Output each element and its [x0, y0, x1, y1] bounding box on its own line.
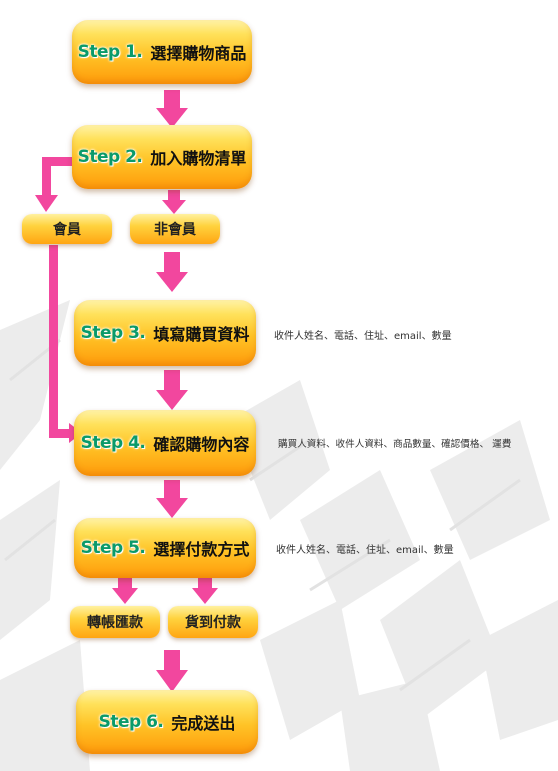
arrow-step1-to-step2 — [156, 90, 188, 128]
step-6-box: Step 6. 完成送出 — [76, 690, 258, 754]
step-label: 完成送出 — [171, 714, 236, 733]
step-label: 填寫購買資料 — [153, 325, 250, 344]
step-4-box: Step 4. 確認購物內容 — [74, 410, 256, 476]
step-1-box: Step 1. 選擇購物商品 — [72, 20, 252, 84]
arrow-non-member-to-step3 — [156, 252, 188, 292]
step-5-box: Step 5. 選擇付款方式 — [74, 518, 256, 578]
member-option: 會員 — [22, 214, 112, 244]
step-3-box: Step 3. 填寫購買資料 — [74, 300, 256, 366]
step-3-note: 收件人姓名、電話、住址、email、數量 — [274, 331, 452, 342]
step-5-note: 收件人姓名、電話、住址、email、數量 — [276, 545, 454, 556]
arrow-step3-to-step4 — [156, 370, 188, 410]
arrow-step2-to-member — [35, 157, 74, 212]
arrow-step5-to-cod — [192, 578, 218, 604]
arrow-step5-to-transfer — [112, 578, 138, 604]
step-number: Step 6. — [98, 712, 164, 732]
step-number: Step 3. — [80, 323, 146, 343]
arrow-step4-to-step5 — [156, 480, 188, 518]
step-label: 選擇付款方式 — [153, 540, 250, 559]
step-2-box: Step 2. 加入購物清單 — [72, 125, 252, 189]
step-number: Step 5. — [80, 538, 146, 558]
step-label: 確認購物內容 — [153, 435, 250, 454]
arrow-step2-to-non-member — [162, 190, 186, 214]
arrow-to-step6 — [156, 650, 188, 692]
step-4-note: 購買人資料、收件人資料、商品數量、確認價格、 運費 — [278, 439, 512, 450]
step-label: 選擇購物商品 — [150, 44, 247, 63]
non-member-option: 非會員 — [130, 214, 220, 244]
step-number: Step 2. — [77, 147, 143, 167]
transfer-option: 轉帳匯款 — [70, 606, 160, 638]
step-label: 加入購物清單 — [150, 149, 247, 168]
cod-option: 貨到付款 — [168, 606, 258, 638]
step-number: Step 4. — [80, 433, 146, 453]
step-number: Step 1. — [77, 42, 143, 62]
